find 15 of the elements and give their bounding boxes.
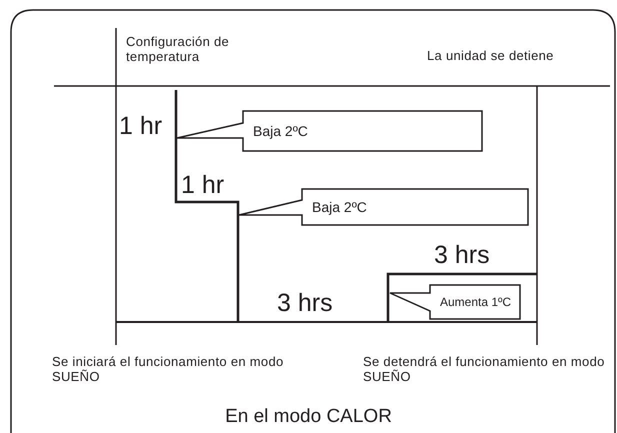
caption: En el modo CALOR xyxy=(225,406,392,427)
status-label: La unidad se detiene xyxy=(427,48,555,63)
duration-label: 3 hrs xyxy=(434,242,490,268)
callout-text: Baja 2ºC xyxy=(312,199,367,215)
callout-bubble xyxy=(390,285,520,319)
duration-label: 3 hrs xyxy=(277,290,333,316)
callout-text: Baja 2ºC xyxy=(253,123,308,139)
callout-text: Aumenta 1ºC xyxy=(440,294,512,310)
start-label: Se iniciará el funcionamiento en modo SUEÑO xyxy=(52,354,285,384)
stop-label: Se detendrá el funcionamiento en modo SUEÑO xyxy=(363,354,606,384)
axis-label: Configuración de temperatura xyxy=(126,34,230,64)
duration-label: 1 hr xyxy=(119,113,162,139)
callout-bubble xyxy=(239,189,528,225)
duration-label: 1 hr xyxy=(181,172,224,198)
callout-bubble xyxy=(177,111,482,151)
